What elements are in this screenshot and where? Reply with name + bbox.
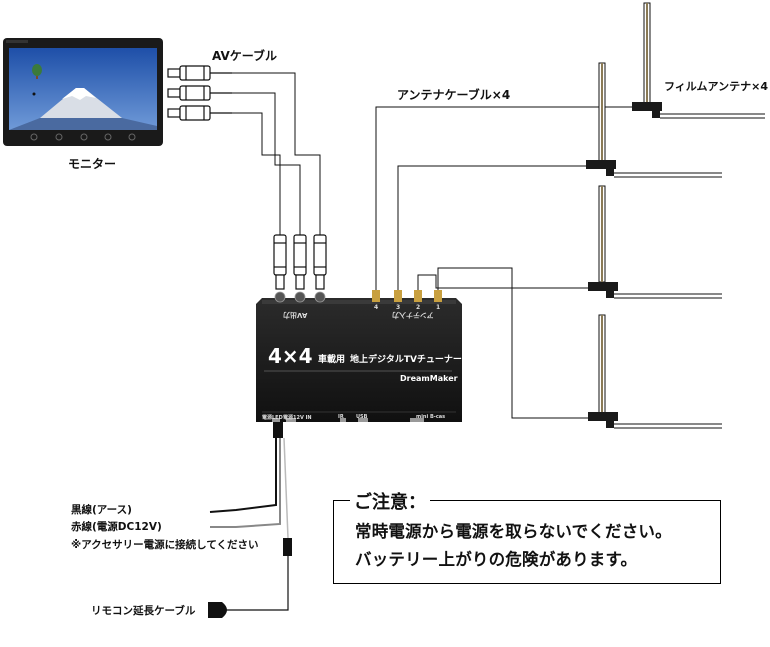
tuner-port-ant: アンテナ入力	[392, 311, 434, 319]
antenna-cables	[375, 106, 632, 419]
tuner-port-power: 電源12V IN	[283, 415, 312, 421]
av-cable-label: AVケーブル	[212, 49, 278, 63]
tuner-sub1: 車載用	[318, 355, 346, 365]
tuner-ant-num-2: 2	[416, 304, 421, 311]
notice-title: ご注意：	[350, 488, 430, 514]
tuner-port-av: AV出力	[283, 311, 308, 319]
black-wire-label: 黒線(アース)	[71, 504, 132, 516]
notice-line-2: バッテリー上がりの危険があります。	[355, 550, 638, 569]
film-antenna-icon	[586, 2, 765, 429]
remote-receiver-icon	[208, 602, 227, 618]
tuner-brand: DreamMaker	[400, 374, 458, 383]
tuner-port-usb: USB	[356, 414, 368, 420]
monitor-icon	[3, 38, 163, 146]
notice-box	[333, 500, 721, 584]
remote-ext-label: リモコン延長ケーブル	[91, 605, 196, 617]
tuner-model: 4×4	[268, 344, 313, 368]
av-cable-plugs-bottom	[273, 234, 327, 290]
tuner-sub2: 地上デジタルTVチューナー	[350, 355, 462, 365]
antenna-cable-label: アンテナケーブル×4	[397, 88, 511, 102]
power-cables	[209, 422, 292, 611]
acc-note: ※アクセサリー電源に接続してください	[71, 539, 259, 551]
red-wire-label: 赤線(電源DC12V)	[71, 521, 162, 533]
tuner-port-ir: IR	[338, 414, 344, 420]
tuner-port-mini: mini B-cas	[416, 414, 446, 420]
av-cable-plugs-top	[167, 65, 232, 121]
tuner-ant-num-4: 4	[374, 304, 379, 311]
av-cable-wires	[232, 72, 321, 235]
tuner-port-power-led: 電源LED	[262, 415, 283, 421]
film-antenna-label: フィルムアンテナ×4	[664, 80, 768, 93]
tuner-ant-num-1: 1	[436, 304, 441, 311]
monitor-label: モニター	[68, 157, 117, 171]
notice-line-1: 常時電源から電源を取らないでください。	[355, 522, 672, 541]
tuner-ant-num-3: 3	[396, 304, 401, 311]
tuner-box	[256, 290, 462, 422]
